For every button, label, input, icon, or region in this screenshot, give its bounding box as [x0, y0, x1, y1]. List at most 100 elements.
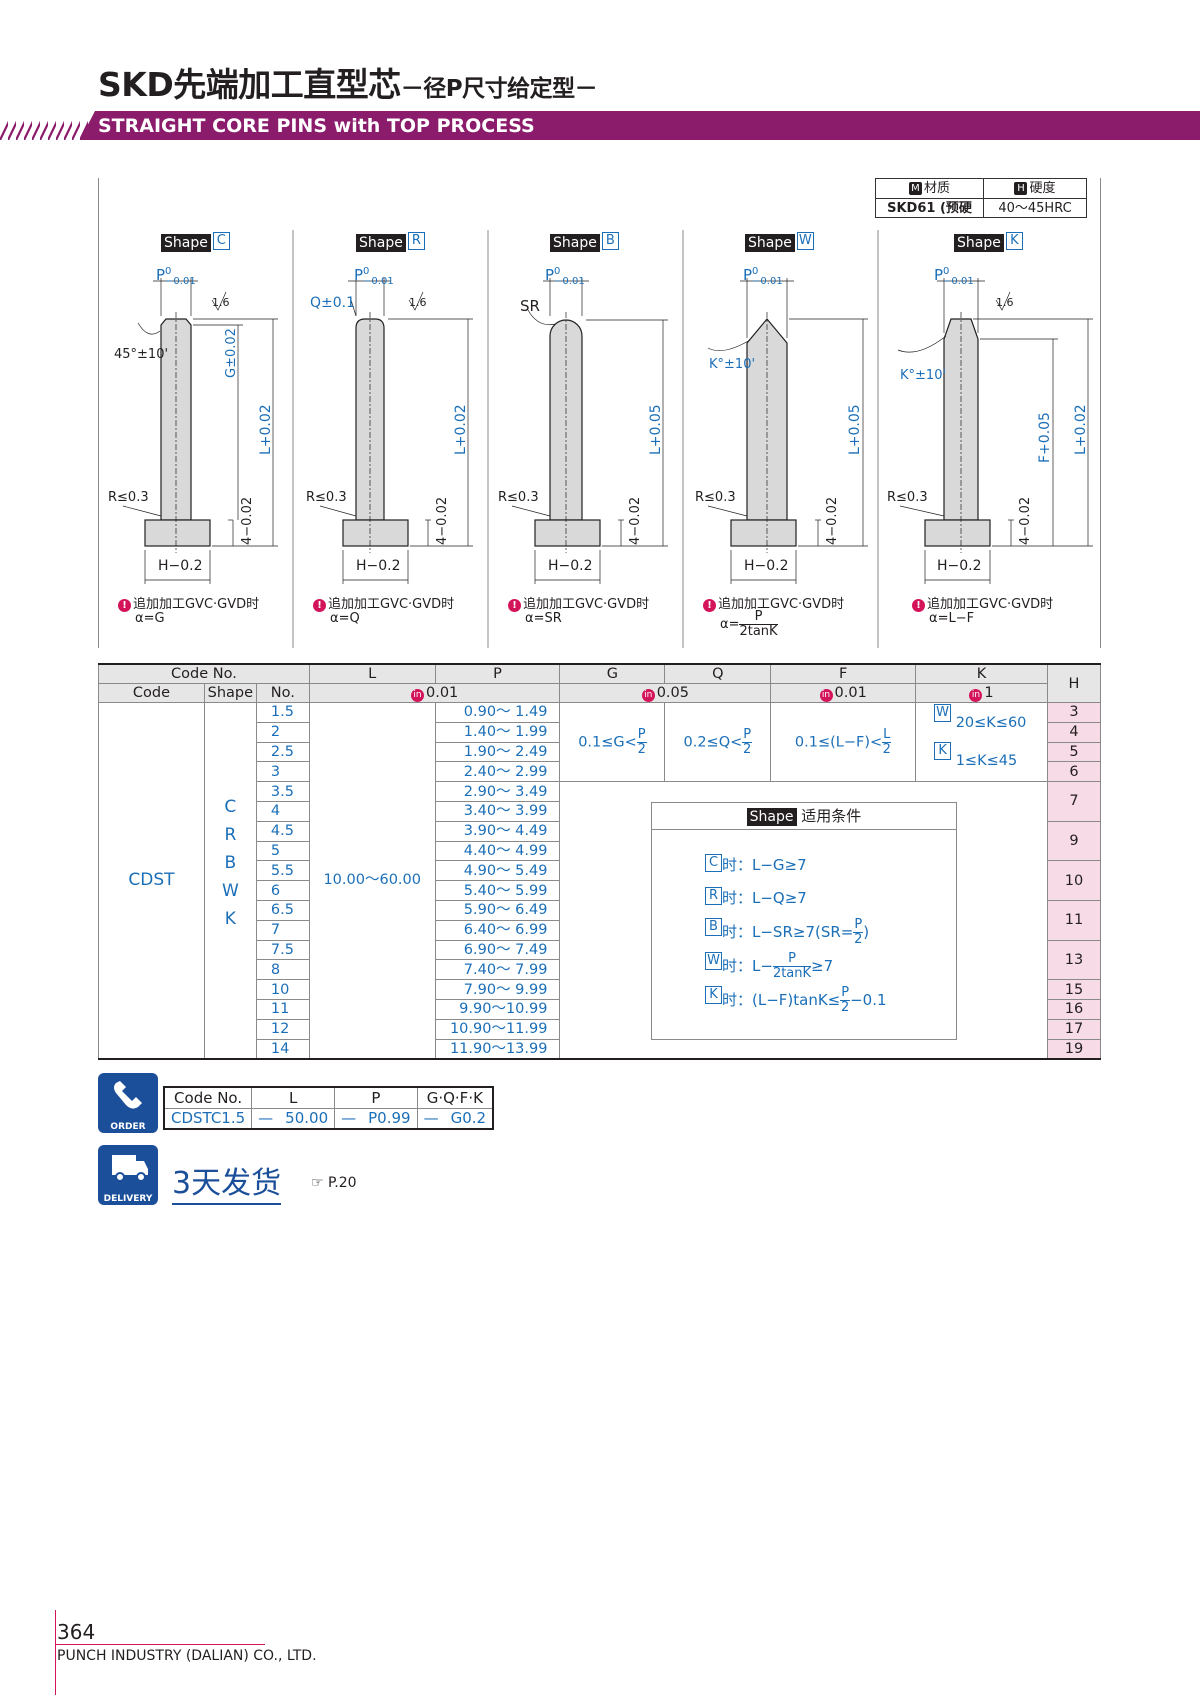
- cell-p: 4.90～ 5.49: [434, 860, 561, 882]
- shape-label: Shape: [745, 234, 795, 252]
- in-icon: in: [641, 689, 655, 702]
- cell-no: 3.5: [255, 781, 310, 802]
- roughness-k: 1.6: [996, 296, 1014, 309]
- shape-letter: B: [224, 853, 237, 873]
- cell-p: 6.90～ 7.49: [434, 939, 561, 961]
- l-tol-r: L+0.02: [453, 404, 469, 455]
- conditions-title: 适用条件: [801, 807, 862, 825]
- note-r: !追加加工GVC·GVD时: [313, 593, 454, 612]
- sr-label: SR: [520, 297, 540, 315]
- cell-p: 5.90～ 6.49: [434, 899, 561, 921]
- shape-letter: K: [224, 909, 236, 929]
- cell-p: 3.40～ 3.99: [434, 800, 561, 822]
- angle-k-k: K°±10': [900, 368, 947, 383]
- cell-h: 15: [1046, 979, 1102, 1000]
- th-f: F: [770, 663, 917, 684]
- cell-h: 5: [1046, 741, 1102, 763]
- angle-c: 45°±10': [114, 347, 169, 362]
- footer-line: [55, 1644, 265, 1645]
- head-h-b: 4−0.02: [628, 496, 643, 545]
- cell-h: 11: [1046, 899, 1102, 941]
- h-tol-w: H−0.2: [744, 558, 789, 574]
- roughness-c: 1.6: [212, 296, 230, 309]
- cell-no: 2: [255, 721, 310, 743]
- cell-p: 5.40～ 5.99: [434, 880, 561, 901]
- cell-no: 4: [255, 800, 310, 822]
- f-tol: F+0.05: [1037, 412, 1053, 463]
- spec-table: Code No. L P G Q F K H Code Shape No. in…: [98, 663, 1102, 1060]
- cell-h: 9: [1046, 820, 1102, 862]
- cell-p: 2.40～ 2.99: [434, 761, 561, 783]
- h-tol-r: H−0.2: [356, 558, 401, 574]
- delivery-text: 3天发货: [172, 1165, 282, 1205]
- shape-letter: R: [224, 825, 237, 845]
- order-p: P0.99: [362, 1107, 418, 1130]
- l-tol-w: L+0.05: [847, 404, 863, 455]
- cell-p: 6.40～ 6.99: [434, 919, 561, 941]
- head-h-w: 4−0.02: [825, 496, 840, 545]
- cell-no: 5: [255, 840, 310, 862]
- cell-no: 1.5: [255, 702, 310, 723]
- shape-code: W: [796, 232, 814, 250]
- alpha-r: α=Q: [330, 611, 360, 626]
- cell-no: 11: [255, 998, 310, 1020]
- th-code: Code: [98, 683, 205, 703]
- warning-icon: !: [703, 599, 716, 612]
- warning-icon: !: [313, 599, 326, 612]
- table-row: 2.5 1.90～ 2.49 5: [99, 741, 1102, 763]
- angle-k-w: K°±10': [709, 357, 756, 372]
- delivery-icon: DELIVERY: [98, 1145, 158, 1205]
- cell-p: 1.90～ 2.49: [434, 741, 561, 763]
- h-tol-c: H−0.2: [158, 558, 203, 574]
- delivery-ref[interactable]: ☞ P.20: [311, 1175, 357, 1191]
- pin-drawings: [122, 230, 1093, 648]
- l-tol-c: L+0.02: [258, 404, 274, 455]
- r-max-w: R≤0.3: [695, 490, 736, 505]
- h-tol-k: H−0.2: [937, 558, 982, 574]
- cell-no: 10: [255, 979, 310, 1000]
- th-l: L: [308, 663, 436, 684]
- head-h-k: 4−0.02: [1018, 496, 1033, 545]
- shape-letter: W: [221, 881, 239, 901]
- shape-label: Shape: [356, 234, 406, 252]
- th-shape: Shape: [203, 683, 257, 703]
- in-icon: in: [410, 689, 424, 702]
- cell-h: 3: [1046, 702, 1102, 723]
- cell-p: 0.90～ 1.49: [434, 702, 561, 723]
- conditions-box: Shape 适用条件: [651, 802, 957, 1040]
- conditions-header: Shape 适用条件: [652, 803, 956, 830]
- order-th-l: L: [251, 1086, 336, 1109]
- l-tol-b: L+0.05: [648, 404, 664, 455]
- cell-no: 7: [255, 919, 310, 941]
- shape-label: Shape: [161, 234, 211, 252]
- order-g: G0.2: [444, 1107, 494, 1130]
- note-c: !追加加工GVC·GVD时: [118, 593, 259, 612]
- cell-p: 1.40～ 1.99: [434, 721, 561, 743]
- order-sep: —: [251, 1107, 280, 1130]
- shape-code: C: [212, 232, 230, 250]
- r-max-c: R≤0.3: [108, 490, 149, 505]
- cell-no: 2.5: [255, 741, 310, 763]
- g-tol: G±0.02: [224, 328, 239, 378]
- cell-h: 10: [1046, 860, 1102, 901]
- th-code-no: Code No.: [98, 663, 310, 684]
- order-icon: ORDER: [98, 1073, 158, 1133]
- material-value: SKD61 (预硬: [876, 199, 984, 217]
- roughness-r: 1.6: [409, 296, 427, 309]
- cell-no: 8: [255, 959, 310, 981]
- q-tol: Q±0.1: [310, 295, 356, 311]
